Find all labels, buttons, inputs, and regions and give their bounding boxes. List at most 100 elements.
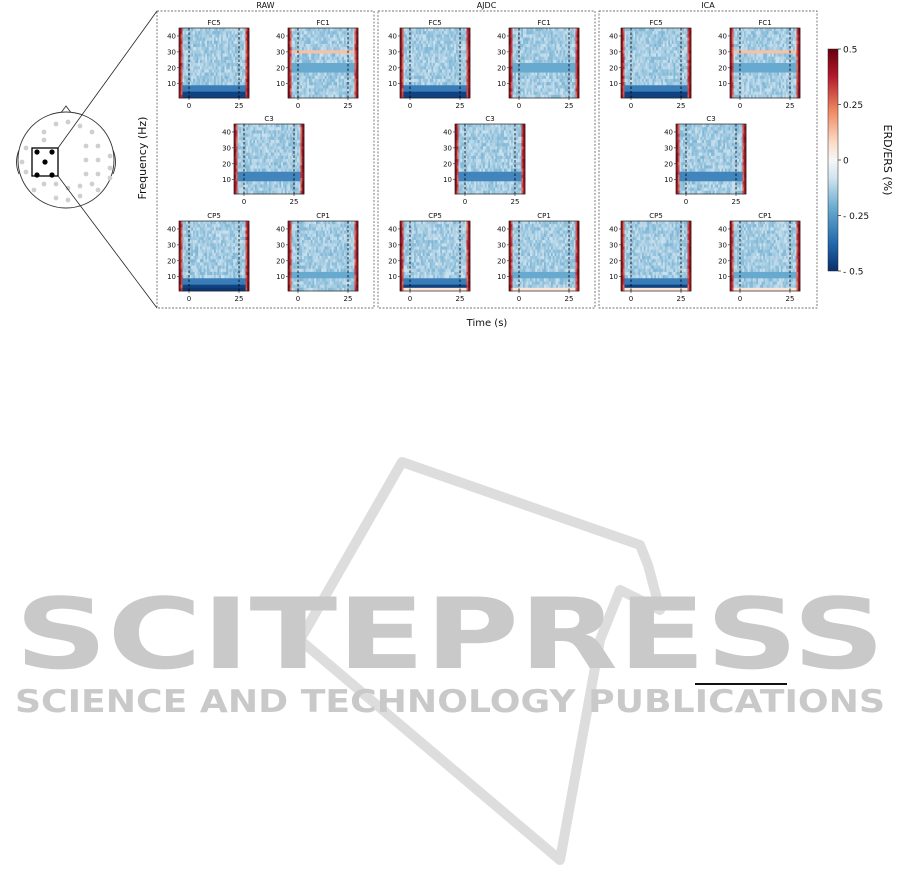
heatmap-cell <box>279 162 282 166</box>
heatmap-cell <box>354 256 357 260</box>
heatmap-cell <box>321 227 324 231</box>
heatmap-cell <box>251 165 254 169</box>
heatmap-cell <box>410 50 413 54</box>
heatmap-cell <box>312 252 315 257</box>
heatmap-cell <box>307 85 310 89</box>
heatmap-cell <box>238 47 241 51</box>
heatmap-cell <box>317 236 320 241</box>
heatmap-cell <box>352 34 355 38</box>
heatmap-cell <box>314 50 317 54</box>
heatmap-cell <box>235 155 238 160</box>
heatmap-cell <box>293 174 296 179</box>
heatmap-cell <box>182 262 185 266</box>
heatmap-cell <box>221 243 224 247</box>
heatmap-cell <box>352 50 355 54</box>
heatmap-cell <box>241 168 244 173</box>
heatmap-cell <box>267 136 270 141</box>
heatmap-cell <box>407 40 410 45</box>
heatmap-cell <box>191 243 194 247</box>
heatmap-cell <box>262 162 265 166</box>
heatmap-cell <box>270 127 273 131</box>
heatmap-cell <box>186 224 189 228</box>
heatmap-cell <box>293 31 296 35</box>
heatmap-cell <box>221 43 224 48</box>
heatmap-cell <box>235 130 238 134</box>
heatmap-cell <box>347 281 350 285</box>
heatmap-cell <box>316 236 319 241</box>
heatmap-cell <box>239 133 242 138</box>
heatmap-cell <box>262 159 265 163</box>
heatmap-cell <box>217 50 220 54</box>
heatmap-cell <box>317 50 320 54</box>
heatmap-cell <box>314 262 317 266</box>
heatmap-cell <box>319 56 322 61</box>
heatmap-cell <box>354 85 357 89</box>
heatmap-cell <box>312 50 315 54</box>
heatmap-cell <box>235 174 238 179</box>
heatmap-cell <box>247 265 250 270</box>
heatmap-cell <box>290 159 293 163</box>
heatmap-cell <box>300 184 303 188</box>
heatmap-cell <box>328 224 331 228</box>
heatmap-cell <box>298 162 301 166</box>
heatmap-cell <box>240 224 243 228</box>
heatmap-cell <box>231 85 234 89</box>
heatmap-cell <box>337 275 340 279</box>
heatmap-cell <box>314 221 317 225</box>
heatmap-cell <box>333 271 336 276</box>
heatmap-cell <box>333 233 336 238</box>
heatmap-cell <box>431 28 434 32</box>
heatmap-cell <box>400 34 403 38</box>
heatmap-cell <box>344 31 347 35</box>
heatmap-cell <box>351 59 354 64</box>
heatmap-cell <box>186 230 189 235</box>
heatmap-cell <box>435 91 438 96</box>
heatmap-cell <box>354 249 357 254</box>
heatmap-cell <box>323 284 326 289</box>
heatmap-cell <box>401 72 404 77</box>
heatmap-cell <box>316 256 319 260</box>
heatmap-cell <box>419 47 422 51</box>
heatmap-cell <box>237 130 240 134</box>
heatmap-cell <box>415 37 418 42</box>
heatmap-cell <box>201 31 204 35</box>
heatmap-cell <box>205 28 208 32</box>
heatmap-cell <box>224 69 227 73</box>
heatmap-cell <box>279 152 282 157</box>
heatmap-cell <box>284 127 287 131</box>
heatmap-cell <box>193 262 196 266</box>
heatmap-cell <box>212 43 215 48</box>
heatmap-cell <box>345 275 348 279</box>
heatmap-cell <box>226 243 229 247</box>
heatmap-cell <box>180 265 183 270</box>
heatmap-cell <box>403 94 406 99</box>
heatmap-cell <box>351 287 354 292</box>
heatmap-cell <box>207 281 210 285</box>
heatmap-cell <box>215 230 218 235</box>
heatmap-cell <box>424 91 427 96</box>
heatmap-cell <box>256 136 259 141</box>
heatmap-cell <box>224 284 227 289</box>
heatmap-cell <box>314 37 317 42</box>
heatmap-cell <box>302 146 305 150</box>
heatmap-cell <box>196 252 199 257</box>
heatmap-cell <box>234 184 237 188</box>
heatmap-cell <box>203 240 206 244</box>
heatmap-cell <box>179 63 182 67</box>
heatmap-cell <box>187 281 190 285</box>
heatmap-cell <box>189 246 192 250</box>
heatmap-cell <box>422 78 425 83</box>
heatmap-cell <box>242 184 245 188</box>
heatmap-cell <box>203 236 206 241</box>
heatmap-cell <box>187 34 190 38</box>
channel-title: FC1 <box>316 19 329 27</box>
heatmap-cell <box>433 78 436 83</box>
heatmap-cell <box>186 66 189 70</box>
heatmap-cell <box>354 287 357 292</box>
heatmap-cell <box>340 265 343 270</box>
heatmap-cell <box>347 240 350 244</box>
heatmap-cell <box>335 69 338 73</box>
heatmap-cell <box>249 178 252 182</box>
heatmap-cell <box>321 63 324 67</box>
heatmap-cell <box>281 130 284 134</box>
